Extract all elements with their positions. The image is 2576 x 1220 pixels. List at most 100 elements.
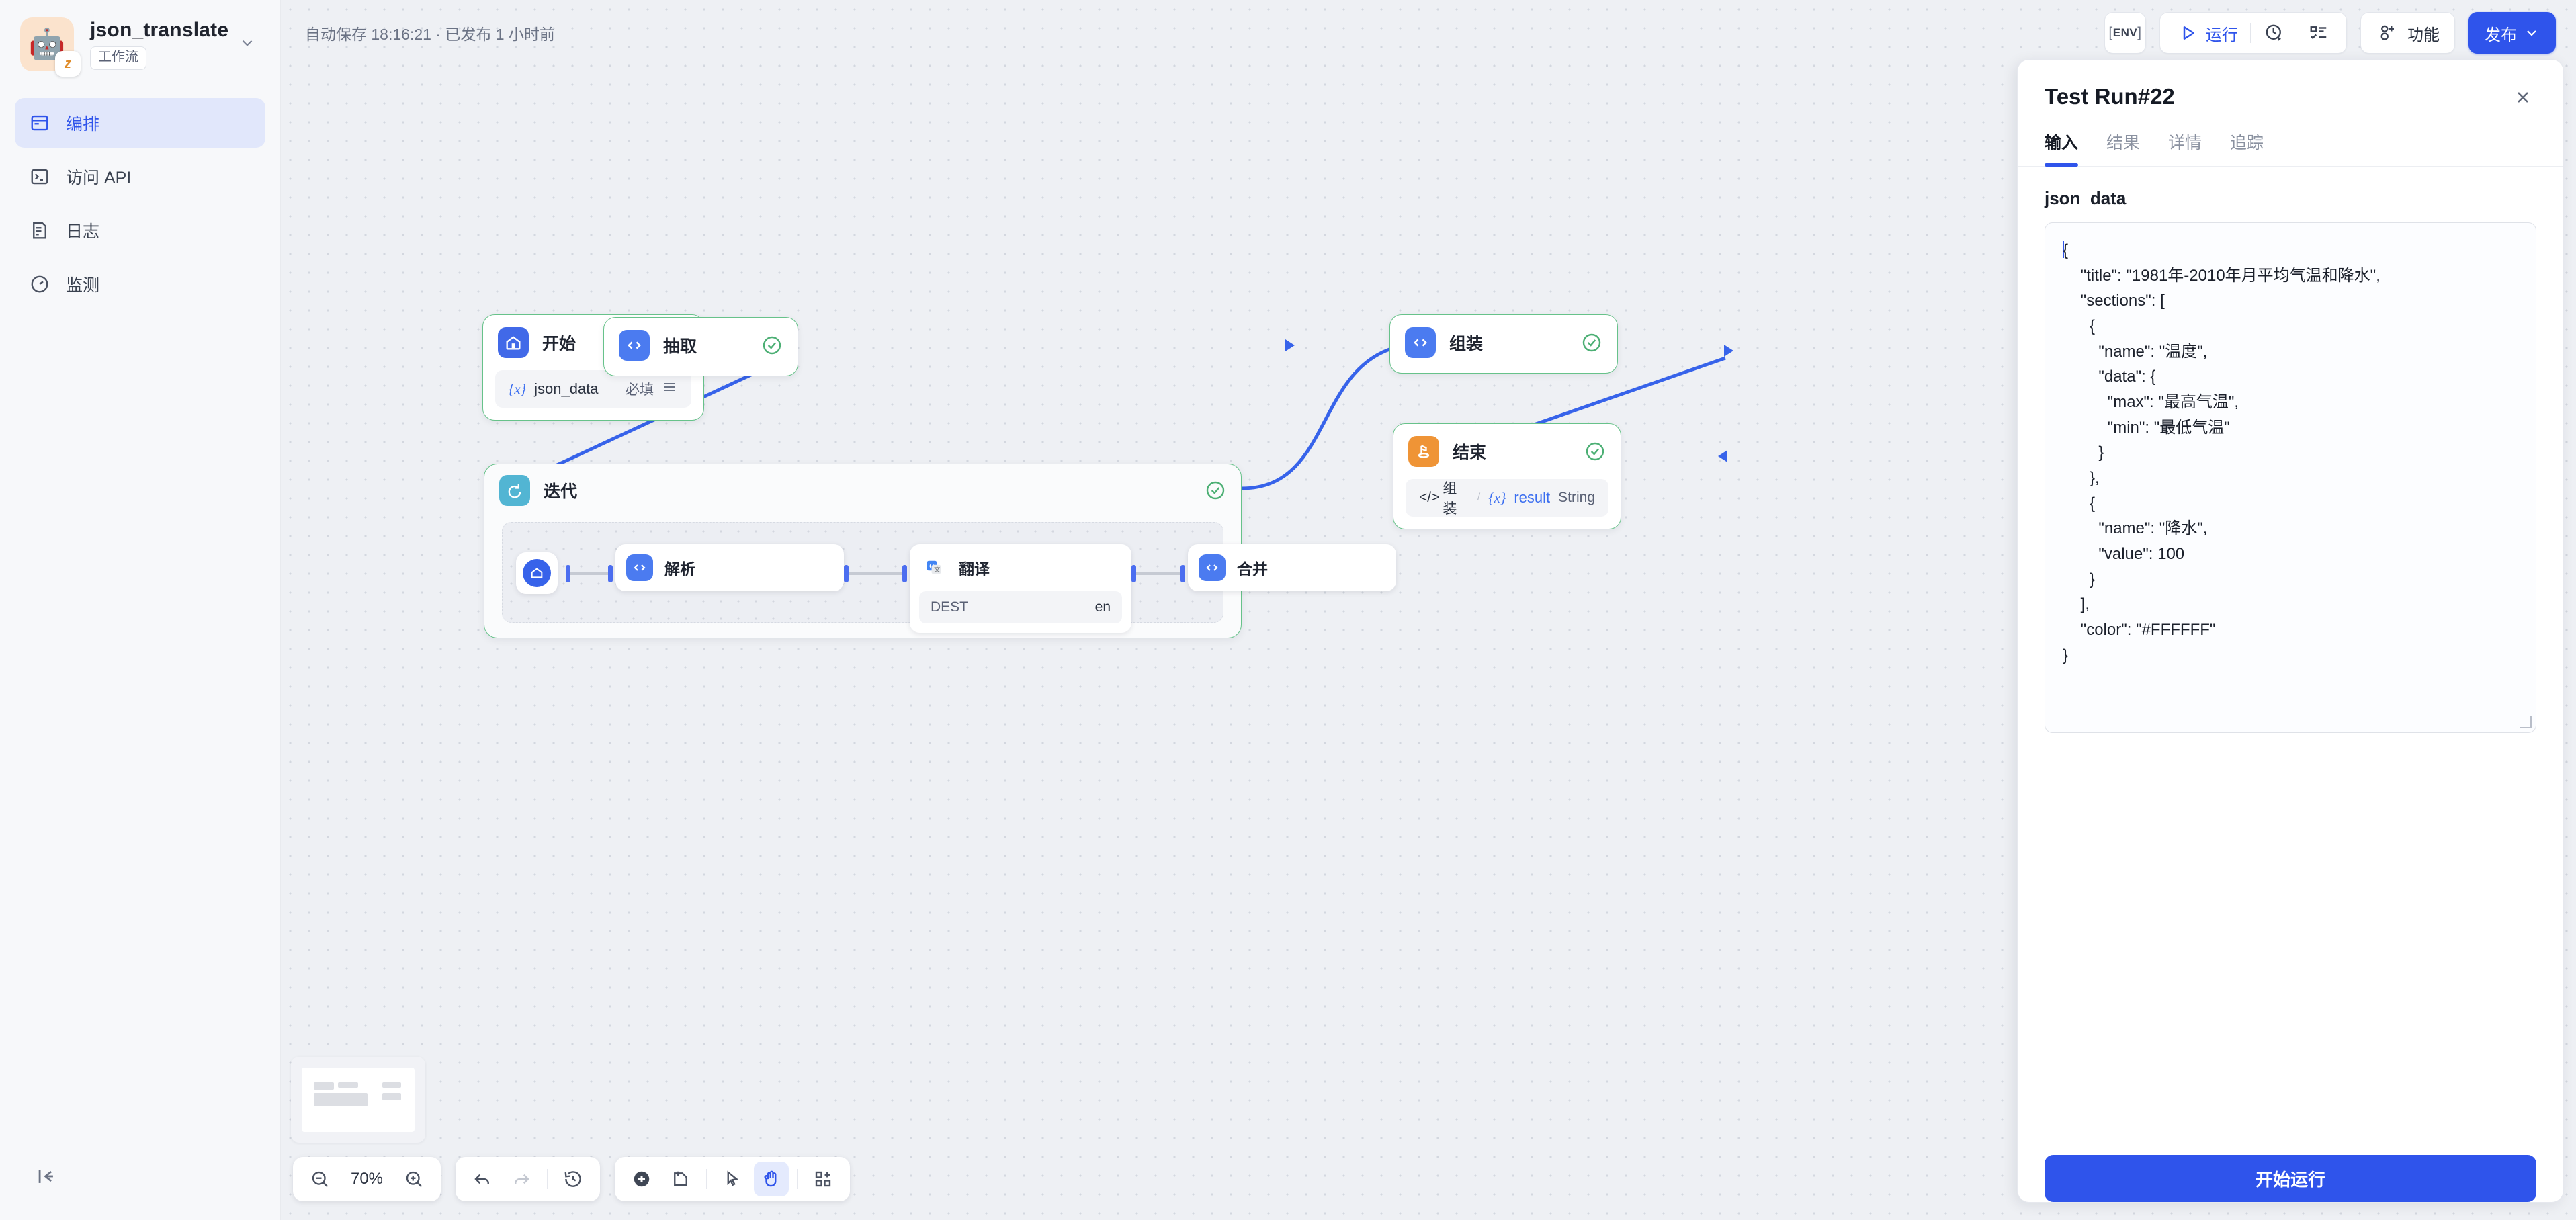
node-variable-row[interactable]: {x} json_data 必填 [495, 370, 691, 408]
features-button[interactable]: 功能 [2360, 12, 2455, 54]
topbar: 自动保存 18:16:21 · 已发布 1 小时前 [ENV] 运行 [281, 0, 2576, 66]
tab-detail[interactable]: 详情 [2168, 134, 2202, 152]
sidebar-item-label: 日志 [66, 222, 100, 241]
json-data-input[interactable]: { "title": "1981年-2010年月平均气温和降水", "secti… [2045, 222, 2536, 733]
zoom-level[interactable]: 70% [350, 1170, 384, 1188]
edge-iterate-assemble [1241, 347, 1390, 490]
minimap[interactable] [291, 1057, 425, 1143]
history-controls [456, 1157, 600, 1201]
history-icon[interactable] [556, 1162, 591, 1196]
node-extract[interactable]: 抽取 [603, 317, 798, 376]
zoom-out-icon[interactable] [302, 1162, 337, 1196]
output-name: result [1514, 489, 1551, 506]
pointer-icon[interactable] [715, 1162, 750, 1196]
env-button[interactable]: [ENV] [2104, 12, 2146, 54]
start-run-button[interactable]: 开始运行 [2045, 1155, 2536, 1202]
code-glyph-icon: </> [1419, 490, 1440, 505]
inner-node-translate[interactable]: G 文 翻译 DEST en [910, 544, 1131, 633]
node-iterate[interactable]: 迭代 [484, 464, 1396, 638]
sidebar-item-logs[interactable]: 日志 [15, 206, 265, 255]
publish-label: 发布 [2485, 26, 2517, 44]
dest-label: DEST [931, 599, 969, 615]
list-icon [662, 379, 678, 399]
port [902, 565, 907, 582]
app-type-tag: 工作流 [90, 46, 146, 70]
sidebar-item-monitor[interactable]: 监测 [15, 259, 265, 309]
minimap-node [338, 1082, 358, 1088]
run-history-button[interactable] [2253, 13, 2295, 53]
node-title: 合并 [1237, 560, 1268, 578]
status-check-icon [1205, 480, 1226, 501]
node-title: 组装 [1449, 335, 1484, 353]
tab-result[interactable]: 结果 [2106, 134, 2141, 152]
google-translate-icon: G 文 [920, 554, 947, 581]
tab-trace[interactable]: 追踪 [2230, 134, 2264, 152]
app-brand[interactable]: 🤖 z json_translate 工作流 [0, 0, 280, 86]
node-title: 迭代 [544, 482, 578, 501]
app-avatar: 🤖 z [20, 17, 81, 77]
run-group: 运行 [2159, 12, 2347, 54]
source-node-name: 组装 [1443, 481, 1457, 517]
node-output-row[interactable]: </> 组装 / {x} result String [1406, 479, 1608, 517]
edge-translate-merge [1136, 572, 1180, 575]
minimap-node [314, 1093, 368, 1106]
test-run-panel: Test Run#22 输入 结果 详情 追踪 json_data { "tit… [2017, 59, 2564, 1203]
output-type: String [1558, 490, 1595, 505]
node-end[interactable]: 结束 </> 组装 / {x} result String [1393, 423, 1621, 529]
flag-icon [1408, 436, 1439, 467]
inner-node-merge[interactable]: 合并 [1188, 544, 1396, 591]
home-icon [498, 327, 529, 358]
edge-start-parse [570, 572, 610, 575]
sidebar-nav: 编排 访问 API 日志 监测 [0, 86, 280, 309]
iteration-subflow: 解析 G 文 [502, 522, 1396, 633]
status-check-icon [1581, 332, 1602, 353]
node-title: 翻译 [959, 560, 990, 578]
panel-tabs: 输入 结果 详情 追踪 [2018, 111, 2563, 167]
separator: / [1477, 492, 1481, 503]
publish-button[interactable]: 发布 [2468, 12, 2556, 54]
features-label: 功能 [2407, 26, 2440, 44]
canvas-toolbar: 70% [293, 1157, 850, 1201]
undo-icon[interactable] [465, 1162, 500, 1196]
minimap-node [314, 1082, 334, 1090]
add-note-icon[interactable] [663, 1162, 698, 1196]
status-check-icon [761, 335, 783, 356]
checklist-icon [2307, 21, 2330, 44]
add-node-icon[interactable] [624, 1162, 659, 1196]
port [1180, 565, 1185, 582]
port [1131, 565, 1136, 582]
collapse-left-icon[interactable] [31, 1161, 62, 1192]
resize-handle[interactable] [2520, 716, 2532, 728]
subflow-start-node[interactable] [516, 552, 558, 594]
checklist-button[interactable] [2298, 13, 2339, 53]
json-data-value: { "title": "1981年-2010年月平均气温和降水", "secti… [2063, 241, 2380, 664]
close-icon[interactable] [2509, 84, 2536, 111]
env-label: ENV [2112, 26, 2138, 39]
tab-input[interactable]: 输入 [2045, 130, 2079, 167]
port [608, 565, 613, 582]
node-assemble[interactable]: 组装 [1389, 314, 1618, 374]
status-check-icon [1584, 441, 1606, 462]
code-icon [1199, 554, 1226, 581]
chevron-down-icon[interactable] [239, 34, 260, 55]
zoom-in-icon[interactable] [396, 1162, 431, 1196]
dest-field[interactable]: DEST en [919, 591, 1122, 623]
sidebar-item-orchestrate[interactable]: 编排 [15, 98, 265, 148]
output-source: </> 组装 [1419, 478, 1469, 518]
sidebar-item-api[interactable]: 访问 API [15, 152, 265, 202]
sidebar: 🤖 z json_translate 工作流 编排 [0, 0, 281, 1220]
sidebar-item-label: 监测 [66, 276, 100, 295]
redo-icon[interactable] [504, 1162, 539, 1196]
inner-node-parse[interactable]: 解析 [615, 544, 844, 591]
edge-parse-translate [849, 572, 902, 575]
dest-value: en [1094, 599, 1111, 615]
panel-title: Test Run#22 [2045, 84, 2175, 109]
svg-text:文: 文 [934, 566, 941, 573]
autosave-status: 自动保存 18:16:21 · 已发布 1 小时前 [305, 26, 555, 43]
template-icon[interactable] [806, 1162, 841, 1196]
hand-icon[interactable] [754, 1162, 789, 1196]
run-button[interactable]: 运行 [2167, 13, 2247, 53]
tool-controls [615, 1157, 850, 1201]
log-icon [28, 219, 51, 242]
